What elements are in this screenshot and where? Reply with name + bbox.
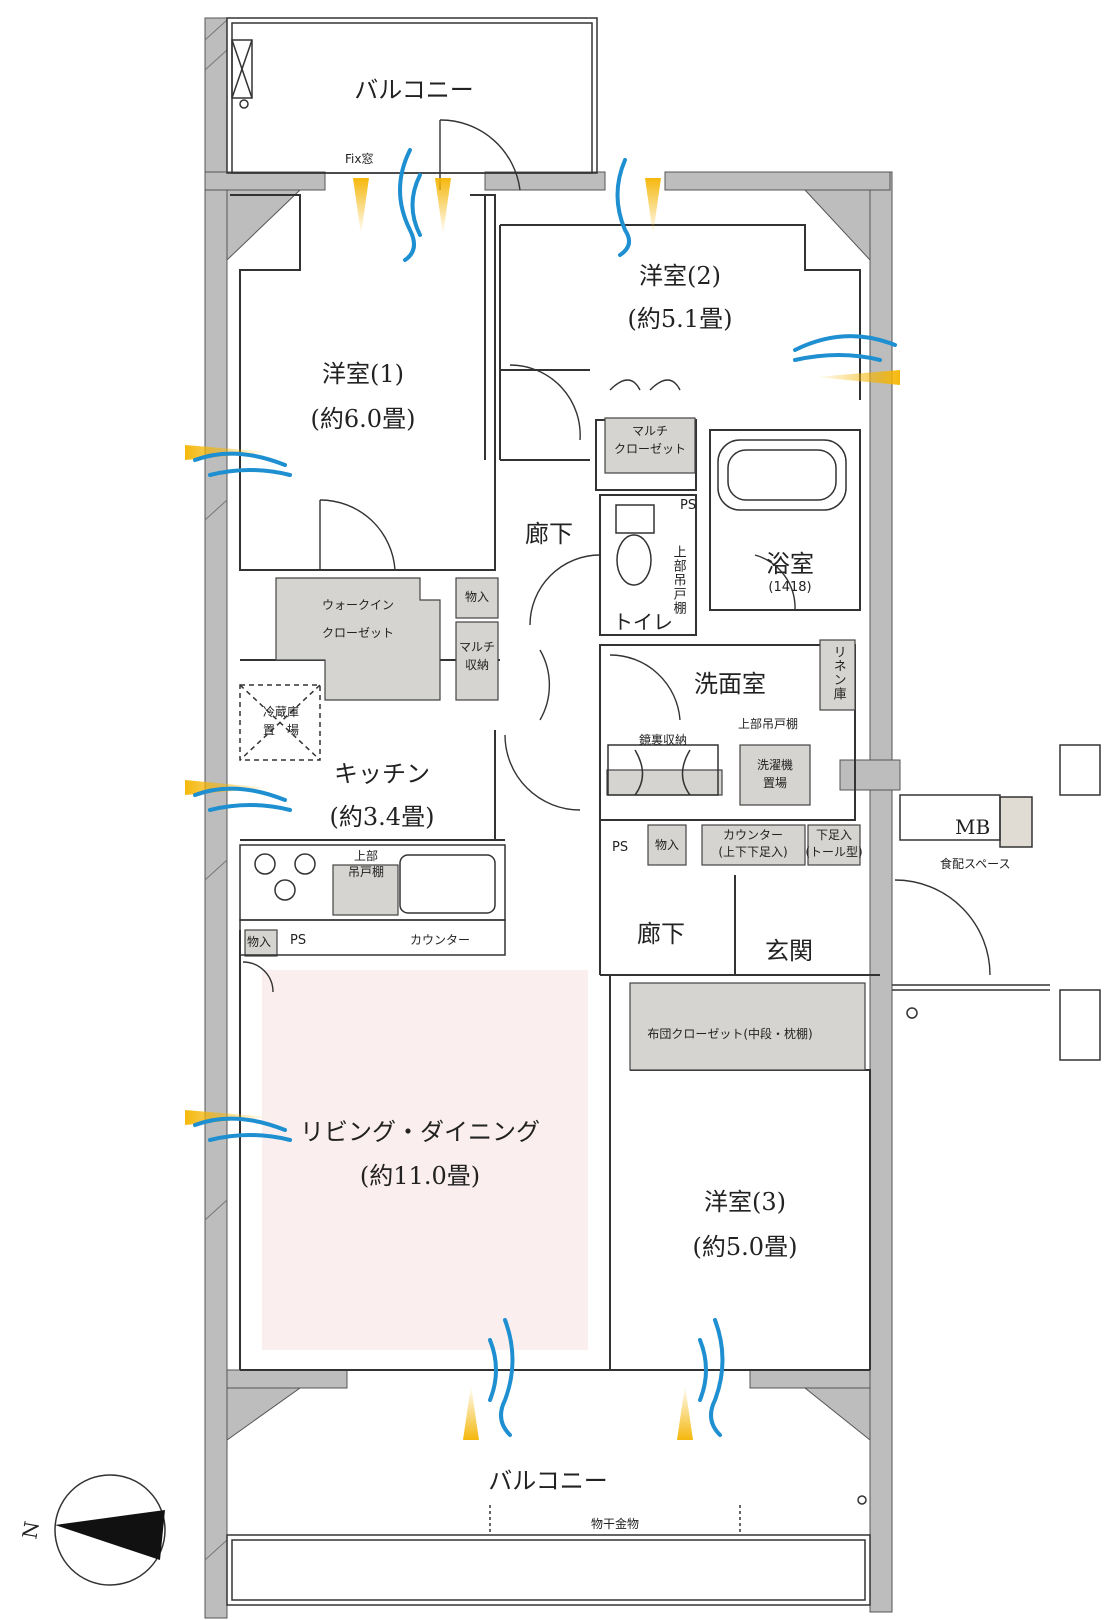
bath-size: (1418) [768, 580, 812, 595]
multi-closet-label-top: マルチ [631, 424, 669, 438]
wall-hatch [204, 19, 228, 1561]
storage-c-label: 物入 [247, 935, 272, 949]
western-room-3-size: (約5.0畳) [692, 1233, 798, 1261]
hallway-1-label: 廊下 [525, 520, 573, 548]
upper-cabinet-wash-label: 上部吊戸棚 [737, 717, 799, 731]
linen-storage-label: リネン庫 [830, 645, 846, 701]
walkin-closet-label-top: ウォークイン [321, 598, 395, 612]
upper-cabinet-vertical-label: 上部吊戸棚 [670, 545, 686, 615]
futon-closet-label: 布団クローゼット(中段・枕棚) [647, 1027, 813, 1041]
entrance-label: 玄関 [765, 937, 813, 965]
bottom-balcony-rail [226, 1495, 871, 1606]
counter-shoe-label-bottom: (上下下足入) [718, 845, 788, 859]
breeze-arrows [193, 148, 897, 1437]
multi-storage-label-bottom: 収納 [464, 658, 490, 672]
western-room-3-name: 洋室(3) [704, 1188, 786, 1216]
washer-space-label-top: 洗濯機 [756, 758, 794, 772]
counter-shoe-label-top: カウンター [722, 828, 784, 842]
interior-walls [230, 194, 880, 1371]
entrance-frame [892, 744, 1101, 1061]
western-room-2-size: (約5.1畳) [627, 305, 733, 333]
hallway-2-label: 廊下 [637, 920, 685, 948]
balcony-top-label: バルコニー [354, 76, 474, 104]
fridge-space-label-top: 冷蔵庫 [262, 705, 300, 719]
living-area-tint [262, 970, 588, 1350]
mb-label: MB [955, 815, 991, 839]
balcony-bottom-label: バルコニー [488, 1467, 608, 1495]
top-balcony-frame [226, 17, 598, 174]
fridge-space-label-bottom: 置 場 [262, 723, 300, 737]
doors [242, 119, 991, 993]
walkin-closet-label-bottom: クローゼット [321, 626, 395, 640]
western-room-2-name: 洋室(2) [639, 262, 721, 290]
multi-closet-label-bottom: クローゼット [613, 442, 687, 456]
ps-toilet-label: PS [680, 498, 697, 513]
clothes-hanger-label: 物干金物 [590, 1517, 640, 1531]
kitchen-name: キッチン [334, 760, 430, 788]
kitchen-upper-cabinet-label-bottom: 吊戸棚 [347, 865, 385, 879]
living-dining-name: リビング・ダイニング [300, 1118, 540, 1146]
storage-b-label: 物入 [654, 838, 680, 852]
kitchen-counter-label: カウンター [410, 933, 471, 947]
bath-name: 浴室 [766, 550, 814, 578]
kitchen-size: (約3.4畳) [329, 803, 435, 831]
delivery-space-label: 食配スペース [940, 857, 1011, 871]
toilet-label: トイレ [613, 610, 673, 634]
fix-window-label: Fix窓 [345, 152, 374, 166]
multi-storage-label-top: マルチ [458, 640, 496, 654]
living-dining-size: (約11.0畳) [359, 1162, 481, 1190]
western-room-1-size: (約6.0畳) [310, 405, 416, 433]
exterior-walls [204, 17, 901, 1619]
compass-icon [54, 1474, 166, 1586]
fixtures [239, 439, 1033, 848]
kitchen-counter [239, 844, 506, 956]
tall-shoe-label-bottom: (トール型) [805, 845, 863, 859]
ps-hall-label: PS [612, 840, 629, 855]
washer-space-label-bottom: 置場 [762, 776, 788, 790]
ps-living-label: PS [290, 933, 307, 948]
tall-shoe-label-top: 下足入 [815, 828, 853, 842]
storage-blocks [244, 417, 866, 1071]
western-room-1-name: 洋室(1) [322, 360, 404, 388]
mirror-storage-label: 鏡裏収納 [638, 733, 688, 747]
storage-a-label: 物入 [464, 590, 490, 604]
washroom-label: 洗面室 [694, 670, 766, 698]
kitchen-upper-cabinet-label-top: 上部 [353, 849, 379, 863]
